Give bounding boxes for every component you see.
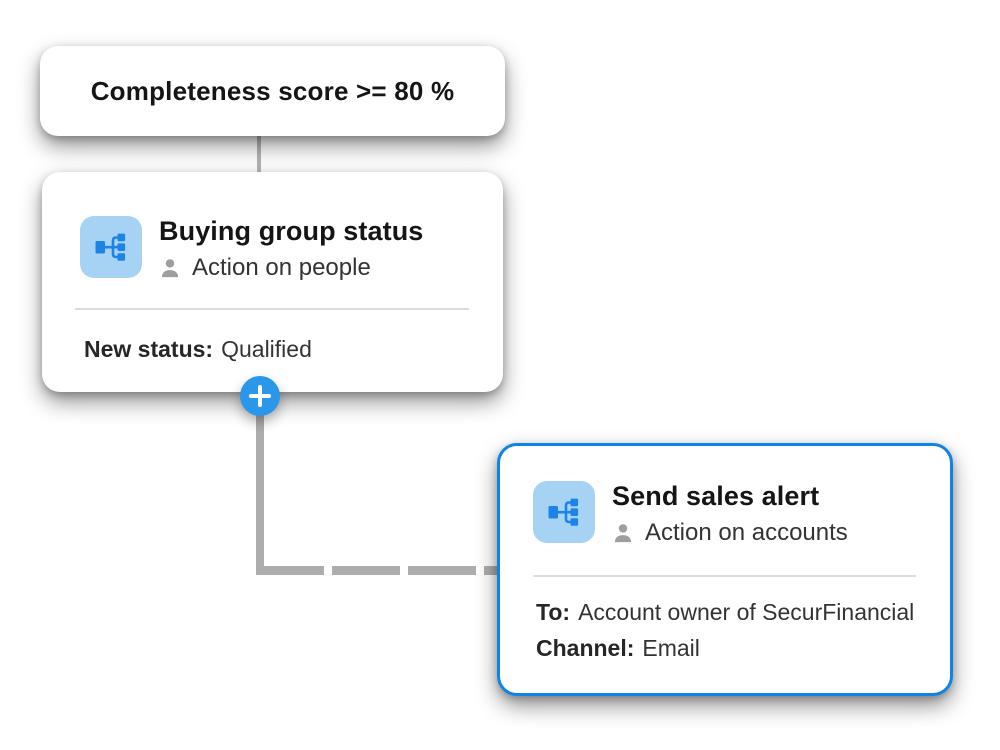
connector-elbow-horizontal xyxy=(256,566,498,575)
action-node-buying-group-status[interactable]: Buying group status Action on people New… xyxy=(42,172,503,392)
plus-icon xyxy=(240,376,280,416)
action-icon-tile xyxy=(80,216,142,278)
person-icon xyxy=(614,523,632,542)
connector-condition-to-action xyxy=(257,132,261,176)
action-icon-tile xyxy=(533,481,595,543)
detail-value: Qualified xyxy=(221,336,312,362)
detail-row: Channel: Email xyxy=(536,630,914,666)
detail-value: Email xyxy=(642,635,700,661)
node-details: New status: Qualified xyxy=(84,331,312,367)
detail-row: New status: Qualified xyxy=(84,331,312,367)
condition-node[interactable]: Completeness score >= 80 % xyxy=(40,46,505,136)
node-subtitle: Action on accounts xyxy=(645,518,848,546)
person-icon xyxy=(161,258,179,277)
divider xyxy=(75,308,469,310)
node-details: To: Account owner of SecurFinancial Chann… xyxy=(536,594,914,666)
org-chart-icon xyxy=(95,233,126,261)
node-title: Send sales alert xyxy=(612,481,820,511)
detail-label: Channel: xyxy=(536,635,635,661)
divider xyxy=(533,575,916,577)
node-header: Send sales alert Action on accounts xyxy=(533,481,848,547)
detail-row: To: Account owner of SecurFinancial xyxy=(536,594,914,630)
detail-label: New status: xyxy=(84,336,214,362)
condition-label: Completeness score >= 80 % xyxy=(90,75,455,106)
node-title: Buying group status xyxy=(159,216,424,246)
org-chart-icon xyxy=(548,498,579,526)
connector-elbow-vertical xyxy=(256,410,264,575)
action-node-send-sales-alert[interactable]: Send sales alert Action on accounts To: A… xyxy=(497,443,953,696)
add-node-button[interactable] xyxy=(240,376,280,416)
node-header: Buying group status Action on people xyxy=(80,216,423,282)
detail-label: To: xyxy=(536,599,571,625)
node-subtitle: Action on people xyxy=(192,253,371,281)
detail-value: Account owner of SecurFinancial xyxy=(578,599,915,625)
